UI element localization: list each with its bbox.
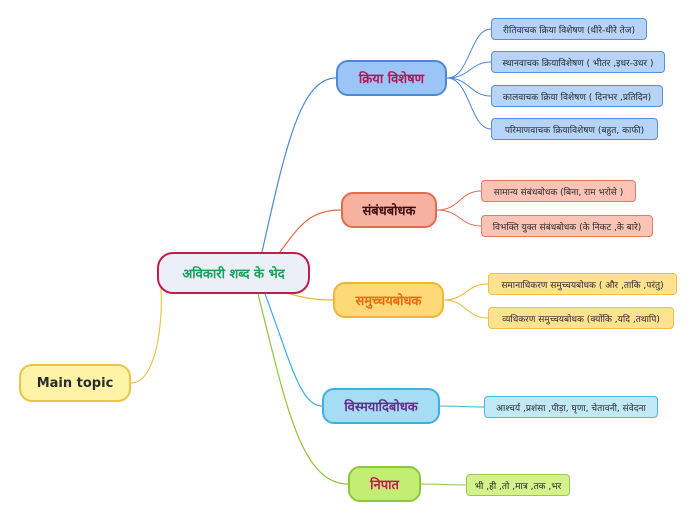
- branch-sambandhbodhak[interactable]: संबंधबोधक: [341, 192, 437, 228]
- connector-central-sambandh: [279, 209, 342, 253]
- branch-vismayadibodhak[interactable]: विस्मयादिबोधक: [322, 388, 440, 424]
- connector-central-vismay: [264, 293, 323, 407]
- connector-central-kriya: [261, 77, 337, 253]
- subtopic-samanadhikaran[interactable]: समानाधिकरण समुच्चयबोधक ( और ,ताकि ,परंतु…: [488, 273, 677, 295]
- subtopic-nipat-examples[interactable]: भी ,ही ,तो ,मात्र ,तक ,भर: [466, 474, 570, 496]
- connector-central-nipat: [257, 293, 349, 485]
- main-topic-node[interactable]: Main topic: [19, 364, 131, 402]
- subtopic-kaalvachak[interactable]: कालवाचक क्रिया विशेषण ( दिनभर ,प्रतिदिन): [491, 85, 663, 107]
- subtopic-vibhakti-sambandh[interactable]: विभक्ति युक्त संबंधबोधक (के निकट ,के बार…: [481, 215, 653, 237]
- subtopic-parimaanvachak[interactable]: परिमाणवाचक क्रियाविशेषण (बहुत, काफी): [491, 118, 658, 140]
- subtopic-sthanvachak[interactable]: स्थानवाचक क्रियाविशेषण ( भीतर ,इधर-उधर ): [491, 51, 665, 73]
- subtopic-vismay-examples[interactable]: आश्चर्य ,प्रशंसा ,पीड़ा, घृणा, चेतावनी, …: [484, 396, 658, 418]
- branch-kriya-visheshan[interactable]: क्रिया विशेषण: [336, 60, 447, 96]
- branch-samuchchaybodhak[interactable]: समुच्चयबोधक: [333, 282, 444, 318]
- branch-nipat[interactable]: निपात: [348, 466, 421, 502]
- connector-central-samuchchay: [289, 293, 334, 301]
- connector-main-central: [130, 272, 162, 384]
- subtopic-ritivachak[interactable]: रीतिवाचक क्रिया विशेषण (धीरे-धीरे तेज): [491, 18, 647, 40]
- subtopic-vyadhikaran[interactable]: व्यधिकरण समुच्चयबोधक (क्योंकि ,यदि ,तथाप…: [488, 307, 674, 329]
- subtopic-samanya-sambandh[interactable]: सामान्य संबंधबोधक (बिना, राम भरोसे ): [481, 180, 636, 202]
- central-topic-node[interactable]: अविकारी शब्द के भेद: [157, 252, 310, 294]
